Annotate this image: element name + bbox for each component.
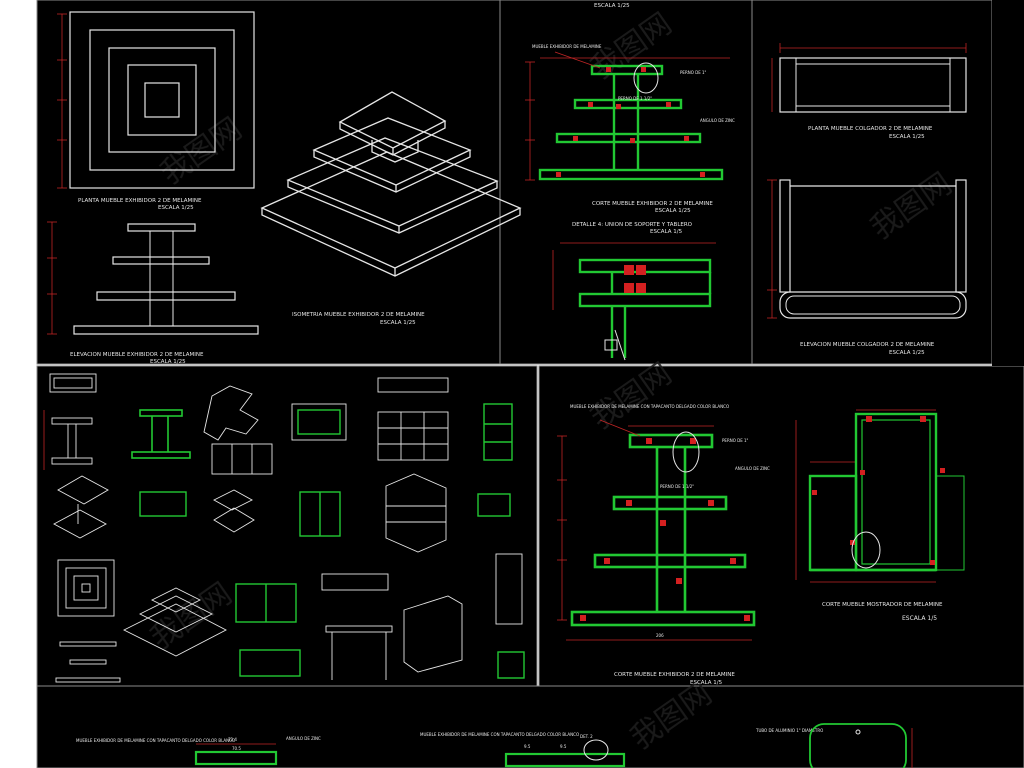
colgador-elev-scale: ESCALA 1/25 — [889, 350, 925, 356]
bottom-note-left: MUEBLE EXHIBIDOR DE MELAMINE CON TAPACAN… — [76, 738, 235, 743]
bottom-dim-left-2: 70.5 — [232, 746, 241, 751]
note-pin2: PERNO DE 1 1/2" — [618, 96, 652, 101]
colgador-plan-scale: ESCALA 1/25 — [889, 134, 925, 140]
bottom-dim-left-1: 72.4 — [228, 737, 237, 742]
detail-union: DETALLE 4: UNION DE SOPORTE Y TABLERO ES… — [552, 222, 716, 361]
panel-bottom — [36, 685, 1024, 768]
bottom-note-right: TUBO DE ALUMINIO 1" DIAMETRO — [755, 728, 823, 733]
section-exhibidor-large: MUEBLE EXHIBIDOR DE MELAMINE CON TAPACAN… — [557, 404, 770, 686]
mid-note-pin2: PERNO DE 1 1/2" — [660, 484, 694, 489]
section-title: CORTE MUEBLE EXHIBIDOR 2 DE MELAMINE — [592, 201, 713, 207]
mid-note-pin: PERNO DE 1" — [722, 438, 749, 443]
elevation-colgador: ELEVACION MUEBLE COLGADOR 2 DE MELAMINE … — [767, 179, 967, 356]
mid-left-scale: ESCALA 1/5 — [690, 680, 723, 686]
mostrador-scale: ESCALA 1/5 — [902, 615, 937, 622]
bottom-note-mid: MUEBLE EXHIBIDOR DE MELAMINE CON TAPACAN… — [420, 732, 579, 737]
note-pin: PERNO DE 1" — [680, 70, 707, 75]
plan-title: PLANTA MUEBLE EXHIBIDOR 2 DE MELAMINE — [78, 198, 202, 204]
note-angle: ANGULO DE ZINC — [700, 118, 735, 123]
plan-scale: ESCALA 1/25 — [158, 205, 194, 211]
elevation-exhibidor: ELEVACION MUEBLE EXHIBIDOR 2 DE MELAMINE… — [47, 221, 259, 365]
panel-right-edge — [992, 0, 1024, 366]
bottom-note-left-angle: ANGULO DE ZINC — [286, 736, 321, 741]
bottom-dim-mid-1: 9.5 — [524, 744, 531, 749]
colgador-elev-title: ELEVACION MUEBLE COLGADOR 2 DE MELAMINE — [800, 342, 935, 348]
iso-scale: ESCALA 1/25 — [380, 320, 416, 326]
header-scale: ESCALA 1/25 — [594, 3, 630, 9]
elevation-scale: ESCALA 1/25 — [150, 359, 186, 365]
bottom-dim-mid-2: 9.5 — [560, 744, 567, 749]
mostrador-title: CORTE MUEBLE MOSTRADOR DE MELAMINE — [822, 602, 943, 608]
bottom-note-mid-det: DET. 2 — [580, 734, 593, 739]
section-scale: ESCALA 1/25 — [655, 208, 691, 214]
isometric-exhibidor: ISOMETRIA MUEBLE EXHIBIDOR 2 DE MELAMINE… — [260, 91, 522, 326]
mid-note-board: MUEBLE EXHIBIDOR DE MELAMINE CON TAPACAN… — [570, 404, 729, 409]
plan-exhibidor: PLANTA MUEBLE EXHIBIDOR 2 DE MELAMINE ES… — [57, 11, 255, 211]
section-mostrador: CORTE MUEBLE MOSTRADOR DE MELAMINE ESCAL… — [795, 409, 965, 622]
detail-scale: ESCALA 1/5 — [650, 229, 683, 235]
section-exhibidor: ESCALA 1/25 MUEBLE EXHIBIDOR DE MELAMINE… — [525, 3, 735, 214]
elevation-title: ELEVACION MUEBLE EXHIBIDOR 2 DE MELAMINE — [70, 352, 204, 358]
note-board: MUEBLE EXHIBIDOR DE MELAMINE — [532, 44, 602, 49]
detail-title: DETALLE 4: UNION DE SOPORTE Y TABLERO — [572, 222, 693, 228]
panel-top-right — [751, 0, 993, 365]
bottom-details: MUEBLE EXHIBIDOR DE MELAMINE CON TAPACAN… — [76, 723, 913, 768]
mid-bottom-dim: 206 — [656, 633, 664, 638]
thumbnail-collage — [43, 373, 525, 683]
mid-left-title: CORTE MUEBLE EXHIBIDOR 2 DE MELAMINE — [614, 672, 735, 678]
panel-mid-left — [36, 365, 538, 687]
panel-top-left — [36, 0, 538, 365]
iso-title: ISOMETRIA MUEBLE EXHIBIDOR 2 DE MELAMINE — [292, 312, 425, 318]
colgador-plan-title: PLANTA MUEBLE COLGADOR 2 DE MELAMINE — [808, 126, 933, 132]
mid-note-angle: ANGULO DE ZINC — [735, 466, 770, 471]
panel-mid-right — [538, 365, 1024, 699]
plan-colgador: PLANTA MUEBLE COLGADOR 2 DE MELAMINE ESC… — [771, 43, 967, 140]
